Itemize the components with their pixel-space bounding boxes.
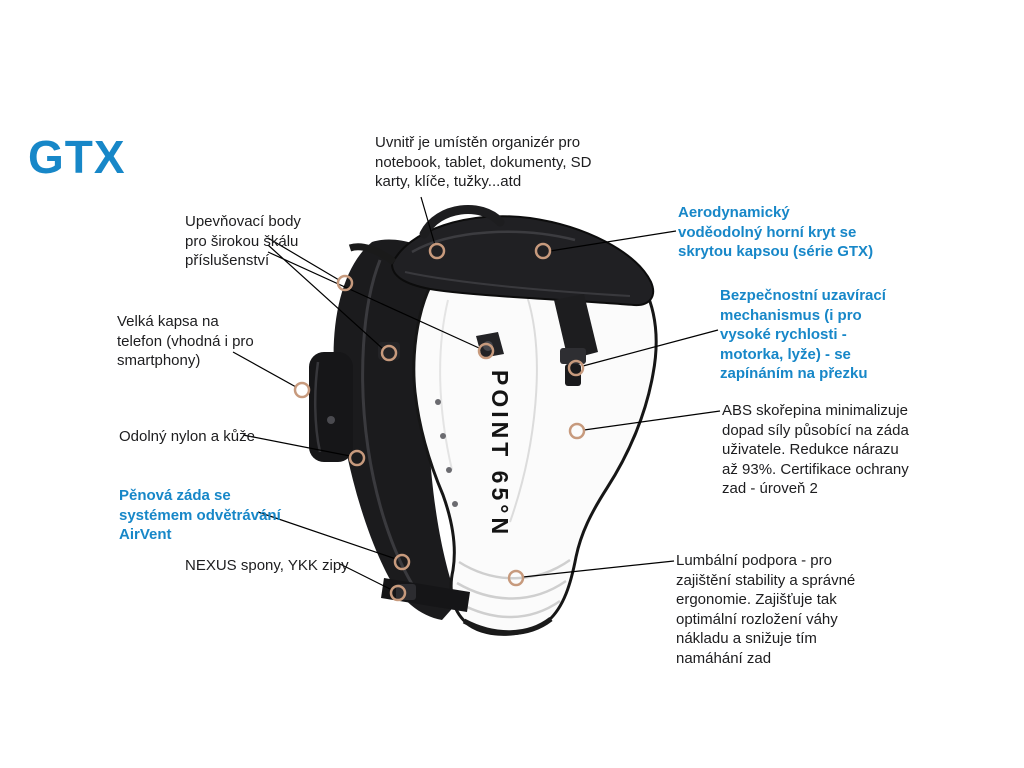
callout-lines [232, 196, 721, 591]
callout-ring-nexus [389, 584, 407, 602]
callout-line-aero [549, 230, 677, 252]
annotation-aero-lid: Aerodynamický voděodolný horní kryt se s… [678, 204, 874, 260]
rivet [452, 501, 458, 507]
annotation-safety-lock: Bezpečnostní uzavírací mechanismus (i pr… [720, 287, 886, 382]
callout-line-safety [582, 329, 719, 367]
phone-pouch-button [327, 416, 335, 424]
callout-line-abs [583, 410, 721, 431]
callout-ring-attachment-2 [380, 344, 398, 362]
callout-line-attachment-3 [267, 251, 480, 349]
lid-strap [348, 243, 397, 265]
callout-ring-organizer [428, 242, 446, 260]
shell-seam-right [509, 295, 538, 523]
callout-rings [293, 242, 586, 602]
shell-bottom-edge [462, 616, 553, 636]
callout-ring-phone [293, 381, 311, 399]
callout-line-attachment-1 [267, 237, 340, 281]
callout-ring-attachment-1 [336, 274, 354, 292]
phone-pouch [309, 352, 353, 462]
annotation-nexus-ykk: NEXUS spony, YKK zipy [185, 557, 349, 574]
annotation-airvent-back: Pěnová záda se systémem odvětrávání AirV… [119, 487, 281, 543]
callout-ring-lumbar [507, 569, 525, 587]
callout-line-phone [232, 351, 297, 388]
callout-line-organizer [420, 196, 436, 246]
lid-ridge [404, 271, 631, 297]
lumbar-ridge [458, 599, 561, 619]
annotation-organizer: Uvnitř je umístěn organizér pro notebook… [375, 134, 592, 190]
side-lock-strap [554, 294, 598, 360]
lid-ridge [411, 230, 576, 254]
callout-line-airvent [257, 511, 397, 560]
strap-highlight [361, 259, 414, 585]
page-title: GTX [28, 131, 126, 183]
rivet [435, 399, 441, 405]
callout-line-nylon [242, 434, 351, 457]
callout-line-attachment-2 [267, 244, 384, 350]
annotation-attachment-points: Upevňovací body pro širokou škálu příslu… [185, 213, 301, 269]
callout-ring-airvent [393, 553, 411, 571]
callout-line-nexus [339, 563, 393, 591]
annotation-phone-pocket: Velká kapsa na telefon (vhodná i pro sma… [117, 313, 254, 369]
callout-ring-safety [567, 359, 585, 377]
annotation-lumbar-support: Lumbální podpora - pro zajištění stabili… [676, 552, 856, 667]
callout-ring-abs [568, 422, 586, 440]
shell-seam-left [439, 299, 453, 471]
phone-pouch-zip [313, 361, 322, 453]
callout-ring-attachment-3 [477, 342, 495, 360]
backpack-illustration: POINT 65°N [309, 205, 658, 636]
callout-ring-aero [534, 242, 552, 260]
rivet [440, 433, 446, 439]
lumbar-ridge [458, 558, 571, 580]
annotation-abs-shell: ABS skořepina minimalizuje dopad síly pů… [722, 402, 909, 497]
lumbar-ridge [456, 579, 567, 600]
callout-ring-nylon [348, 449, 366, 467]
callout-line-lumbar [522, 560, 675, 578]
shell-brand-text: POINT 65°N [487, 370, 513, 538]
annotation-nylon-leather: Odolný nylon a kůže [119, 428, 255, 445]
rivet [446, 467, 452, 473]
side-buckle [560, 348, 586, 364]
